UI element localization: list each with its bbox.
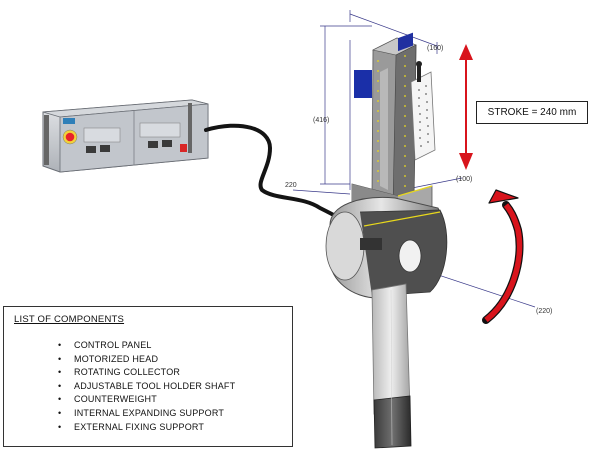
components-list-box: LIST OF COMPONENTS CONTROL PANEL MOTORIZ… (3, 306, 293, 447)
list-item: COUNTERWEIGHT (58, 393, 235, 407)
stroke-label: STROKE = 240 mm (487, 107, 577, 118)
indicator-blue-icon (63, 118, 75, 124)
panel-handle-left (44, 115, 49, 165)
rotating-collector (325, 196, 448, 299)
cable (204, 123, 360, 232)
dimension-label-left: 220 (285, 182, 297, 189)
components-title: LIST OF COMPONENTS (14, 314, 125, 325)
dimension-label-top: (160) (427, 45, 443, 52)
components-list: CONTROL PANEL MOTORIZED HEAD ROTATING CO… (58, 339, 235, 434)
motor-cap-icon (398, 32, 413, 52)
tool-holder-shaft (371, 283, 412, 449)
control-panel (42, 99, 209, 173)
dimension-label-right: (100) (456, 176, 472, 183)
stroke-label-box: STROKE = 240 mm (476, 101, 588, 124)
ring-bore-icon (398, 239, 422, 273)
counterweight (373, 395, 412, 449)
list-item: INTERNAL EXPANDING SUPPORT (58, 407, 235, 421)
motorized-head-icon (354, 70, 372, 98)
panel-handle-right (188, 103, 192, 153)
dimension-lines (292, 10, 536, 308)
stroke-arrow (459, 44, 473, 170)
dimension-label-height: (416) (313, 117, 329, 124)
rotation-arrow (482, 189, 524, 324)
list-item: CONTROL PANEL (58, 339, 235, 353)
dimension-label-bottom: (220) (536, 308, 552, 315)
knob-icon (416, 61, 422, 67)
list-item: ADJUSTABLE TOOL HOLDER SHAFT (58, 380, 235, 394)
tool-holder-plate (410, 61, 436, 161)
list-item: MOTORIZED HEAD (58, 353, 235, 367)
list-item: ROTATING COLLECTOR (58, 366, 235, 380)
connector-icon (86, 146, 96, 153)
list-item: EXTERNAL FIXING SUPPORT (58, 421, 235, 435)
